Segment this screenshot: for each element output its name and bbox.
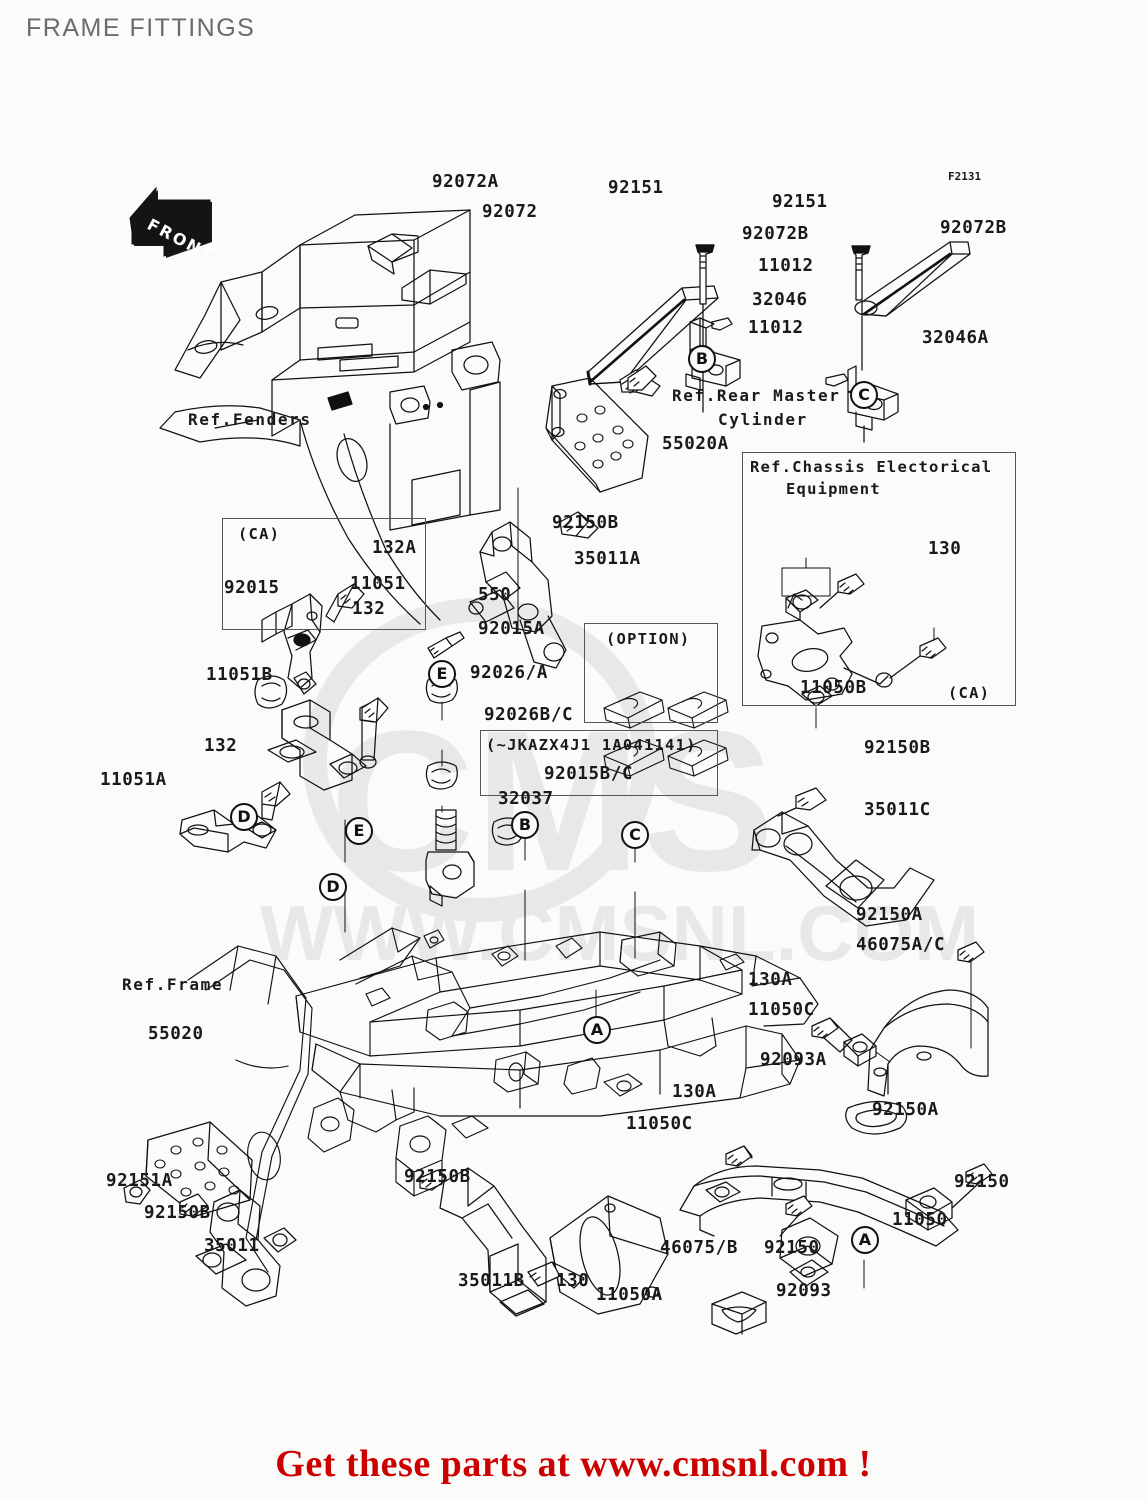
label-46075ac: 46075A/C: [856, 935, 946, 955]
bracket-11051a: [179, 781, 291, 853]
label-11051a: 11051A: [100, 770, 167, 790]
label-ref-rear-master-line2: Cylinder: [718, 410, 808, 429]
label-92151-left: 92151: [608, 178, 664, 198]
label-132a: 132A: [372, 538, 417, 558]
parts-diagram-canvas: CMS WWW.CMSNL.COM: [0, 60, 1147, 1440]
label-92150b-bc: 92150B: [404, 1167, 471, 1187]
label-92072b-right: 92072B: [940, 218, 1007, 238]
label-550: 550: [478, 585, 512, 605]
label-92072: 92072: [482, 202, 538, 222]
label-chassis-title-line1: Ref.Chassis Electorical: [750, 458, 993, 476]
label-ref-rear-master-line1: Ref.Rear Master: [672, 386, 841, 405]
footpeg-bracket-55020a: [545, 365, 657, 493]
callout-e-mid: E: [428, 660, 456, 688]
label-serial-range: (~JKAZX4J1 1A041141): [486, 736, 697, 754]
label-130a-upper: 130A: [748, 970, 793, 990]
label-ca-left-market: (CA): [238, 525, 281, 543]
rear-fender-assembly: [159, 209, 501, 625]
clamps-right-upper: [811, 1017, 891, 1067]
label-32046: 32046: [752, 290, 808, 310]
label-92150-right: 92150: [954, 1172, 1010, 1192]
label-f2131: F2131: [948, 170, 982, 183]
label-11050c-upper: 11050C: [748, 1000, 815, 1020]
bracket-35011b: [419, 1167, 547, 1317]
label-35011b: 35011B: [458, 1271, 525, 1291]
label-35011: 35011: [204, 1236, 260, 1256]
label-132-ca: 132: [352, 599, 386, 619]
label-11051b: 11051B: [206, 665, 273, 685]
label-ref-frame: Ref.Frame: [122, 975, 224, 994]
bracket-35011a: [468, 487, 599, 669]
callout-b-top: B: [688, 345, 716, 373]
footer-promo-text: Get these parts at www.cmsnl.com !: [275, 1443, 872, 1485]
label-32046a: 32046A: [922, 328, 989, 348]
option-clips: [603, 691, 729, 777]
label-chassis-market: (CA): [948, 684, 991, 702]
label-option-title: (OPTION): [606, 630, 691, 648]
label-32037: 32037: [498, 789, 554, 809]
label-11050a: 11050A: [596, 1285, 663, 1305]
label-92072a: 92072A: [432, 172, 499, 192]
footpeg-55020: [123, 1121, 297, 1307]
label-92093a: 92093A: [760, 1050, 827, 1070]
label-11012-lower: 11012: [748, 318, 804, 338]
front-direction-badge: F R O N T: [126, 184, 218, 266]
label-11012-upper: 11012: [758, 256, 814, 276]
label-92150b-right: 92150B: [864, 738, 931, 758]
label-132-lower: 132: [204, 736, 238, 756]
label-92150b-bl: 92150B: [144, 1203, 211, 1223]
label-chassis-title-line2: Equipment: [786, 480, 881, 498]
callout-d-left: D: [230, 803, 258, 831]
grab-rail-lower-right: [527, 1145, 993, 1335]
label-92072b-left: 92072B: [742, 224, 809, 244]
callout-b-frame: B: [511, 811, 539, 839]
svg-text:CMS: CMS: [330, 690, 774, 913]
grab-rail-46075ac: [867, 941, 989, 1097]
label-92151a: 92151A: [106, 1171, 173, 1191]
label-130-bottom: 130: [556, 1271, 590, 1291]
box-option: [584, 623, 718, 723]
label-chassis-130: 130: [928, 539, 962, 559]
bracket-11051b: [267, 697, 389, 791]
label-92151-right: 92151: [772, 192, 828, 212]
label-11051: 11051: [350, 574, 406, 594]
label-11050: 11050: [892, 1210, 948, 1230]
label-46075b: 46075/B: [660, 1238, 738, 1258]
callout-c-frame: C: [621, 821, 649, 849]
box-chassis-electrical: [742, 452, 1016, 706]
label-92150a-upper: 92150A: [856, 905, 923, 925]
grommet-92093a: [845, 1100, 908, 1135]
label-ref-fenders: Ref.Fenders: [188, 410, 312, 429]
label-92015a: 92015A: [478, 619, 545, 639]
label-55020: 55020: [148, 1024, 204, 1044]
label-92026a: 92026/A: [470, 663, 548, 683]
label-92015: 92015: [224, 578, 280, 598]
label-11050b: 11050B: [800, 678, 867, 698]
label-92150b-upper: 92150B: [552, 513, 619, 533]
label-92093: 92093: [776, 1281, 832, 1301]
label-92015bc: 92015B/C: [544, 764, 634, 784]
label-35011c: 35011C: [864, 800, 931, 820]
main-frame-assembly: [187, 927, 819, 1273]
box-serial-range: [480, 730, 718, 796]
chassis-electrical-parts: [757, 557, 947, 729]
callout-c-top: C: [850, 381, 878, 409]
bracket-35011c: [751, 787, 935, 927]
callout-a-frame: A: [583, 1016, 611, 1044]
svg-text:WWW.CMSNL.COM: WWW.CMSNL.COM: [260, 889, 979, 977]
label-130a-lower: 130A: [672, 1082, 717, 1102]
cmsnl-watermark: CMS WWW.CMSNL.COM: [260, 598, 979, 977]
fasteners-column: [425, 631, 475, 907]
label-92026bc: 92026B/C: [484, 705, 574, 725]
callout-e-frame: E: [345, 817, 373, 845]
callout-a-bottom: A: [851, 1226, 879, 1254]
label-55020a: 55020A: [662, 434, 729, 454]
label-92150a-lower: 92150A: [872, 1100, 939, 1120]
label-35011a: 35011A: [574, 549, 641, 569]
label-92150-bottom: 92150: [764, 1238, 820, 1258]
page-title: FRAME FITTINGS: [26, 14, 256, 42]
box-ca-left: [222, 518, 426, 630]
label-11050c-lower: 11050C: [626, 1114, 693, 1134]
callout-d-frame: D: [319, 873, 347, 901]
